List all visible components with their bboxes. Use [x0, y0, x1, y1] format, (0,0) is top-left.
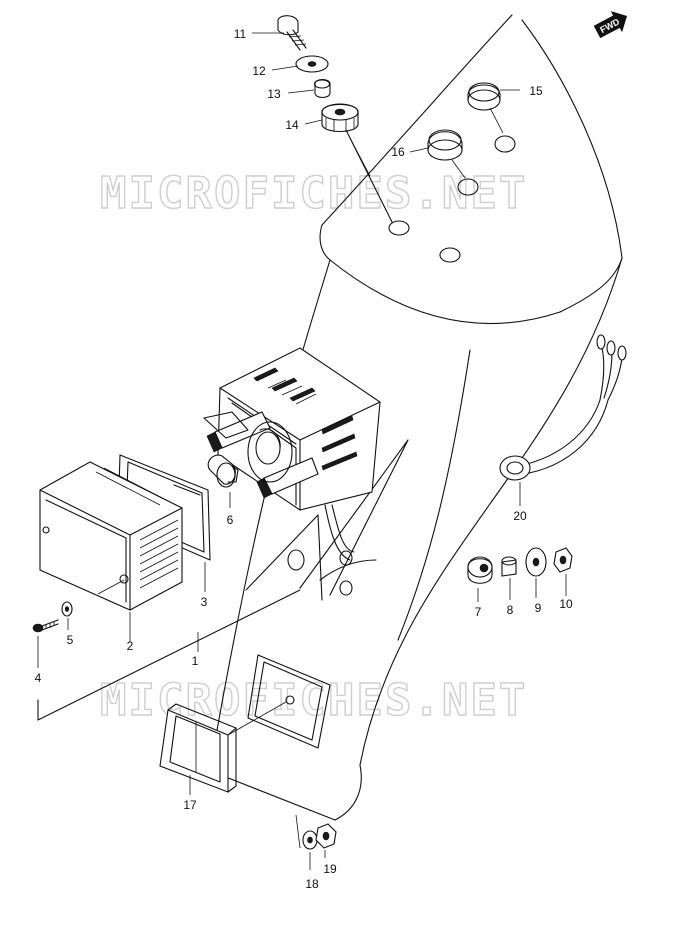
- lamp-housing: [203, 347, 381, 561]
- watermark-top: MICROFICHES.NET: [100, 168, 527, 219]
- screw-4: [32, 619, 59, 668]
- part-label-15: 15: [529, 84, 543, 98]
- part-label-11: 11: [234, 27, 247, 41]
- part-label-17: 17: [183, 798, 197, 812]
- part-label-9: 9: [535, 601, 542, 615]
- fwd-arrow-icon: FWD: [593, 11, 628, 39]
- part-label-20: 20: [513, 509, 527, 523]
- washer-5: [61, 601, 73, 630]
- collar-13: [313, 78, 331, 99]
- collar-8: [501, 556, 517, 600]
- part-labels: 1 2 3 4 5 6 7 8 9 10 11 12 13 14 15 16 1…: [35, 27, 573, 891]
- part-label-7: 7: [475, 605, 482, 619]
- harness-20: [499, 334, 627, 506]
- washer-9: [525, 547, 547, 598]
- grommet-15: [467, 82, 504, 134]
- part-label-18: 18: [305, 877, 319, 891]
- part-label-8: 8: [507, 603, 514, 617]
- part-label-10: 10: [559, 597, 573, 611]
- bulb-6: [207, 454, 239, 508]
- part-label-13: 13: [267, 87, 281, 101]
- washer-12: [295, 55, 329, 73]
- nut-14: [321, 103, 359, 133]
- part-label-4: 4: [35, 671, 42, 685]
- part-label-1: 1: [192, 654, 199, 668]
- grommet-16: [427, 129, 466, 179]
- part-label-19: 19: [323, 862, 337, 876]
- part-label-5: 5: [67, 633, 74, 647]
- part-label-2: 2: [127, 639, 134, 653]
- nut-19: [315, 823, 337, 858]
- lens-2: [39, 461, 183, 642]
- reflector-17: [159, 701, 287, 795]
- part-label-3: 3: [201, 595, 208, 609]
- part-label-14: 14: [285, 118, 299, 132]
- washer-18: [302, 830, 318, 870]
- part-label-16: 16: [391, 145, 405, 159]
- nut-10: [553, 547, 573, 596]
- cushion-7: [467, 556, 493, 602]
- part-label-12: 12: [252, 64, 266, 78]
- watermark-bottom: MICROFICHES.NET: [100, 675, 527, 726]
- part-label-6: 6: [227, 513, 234, 527]
